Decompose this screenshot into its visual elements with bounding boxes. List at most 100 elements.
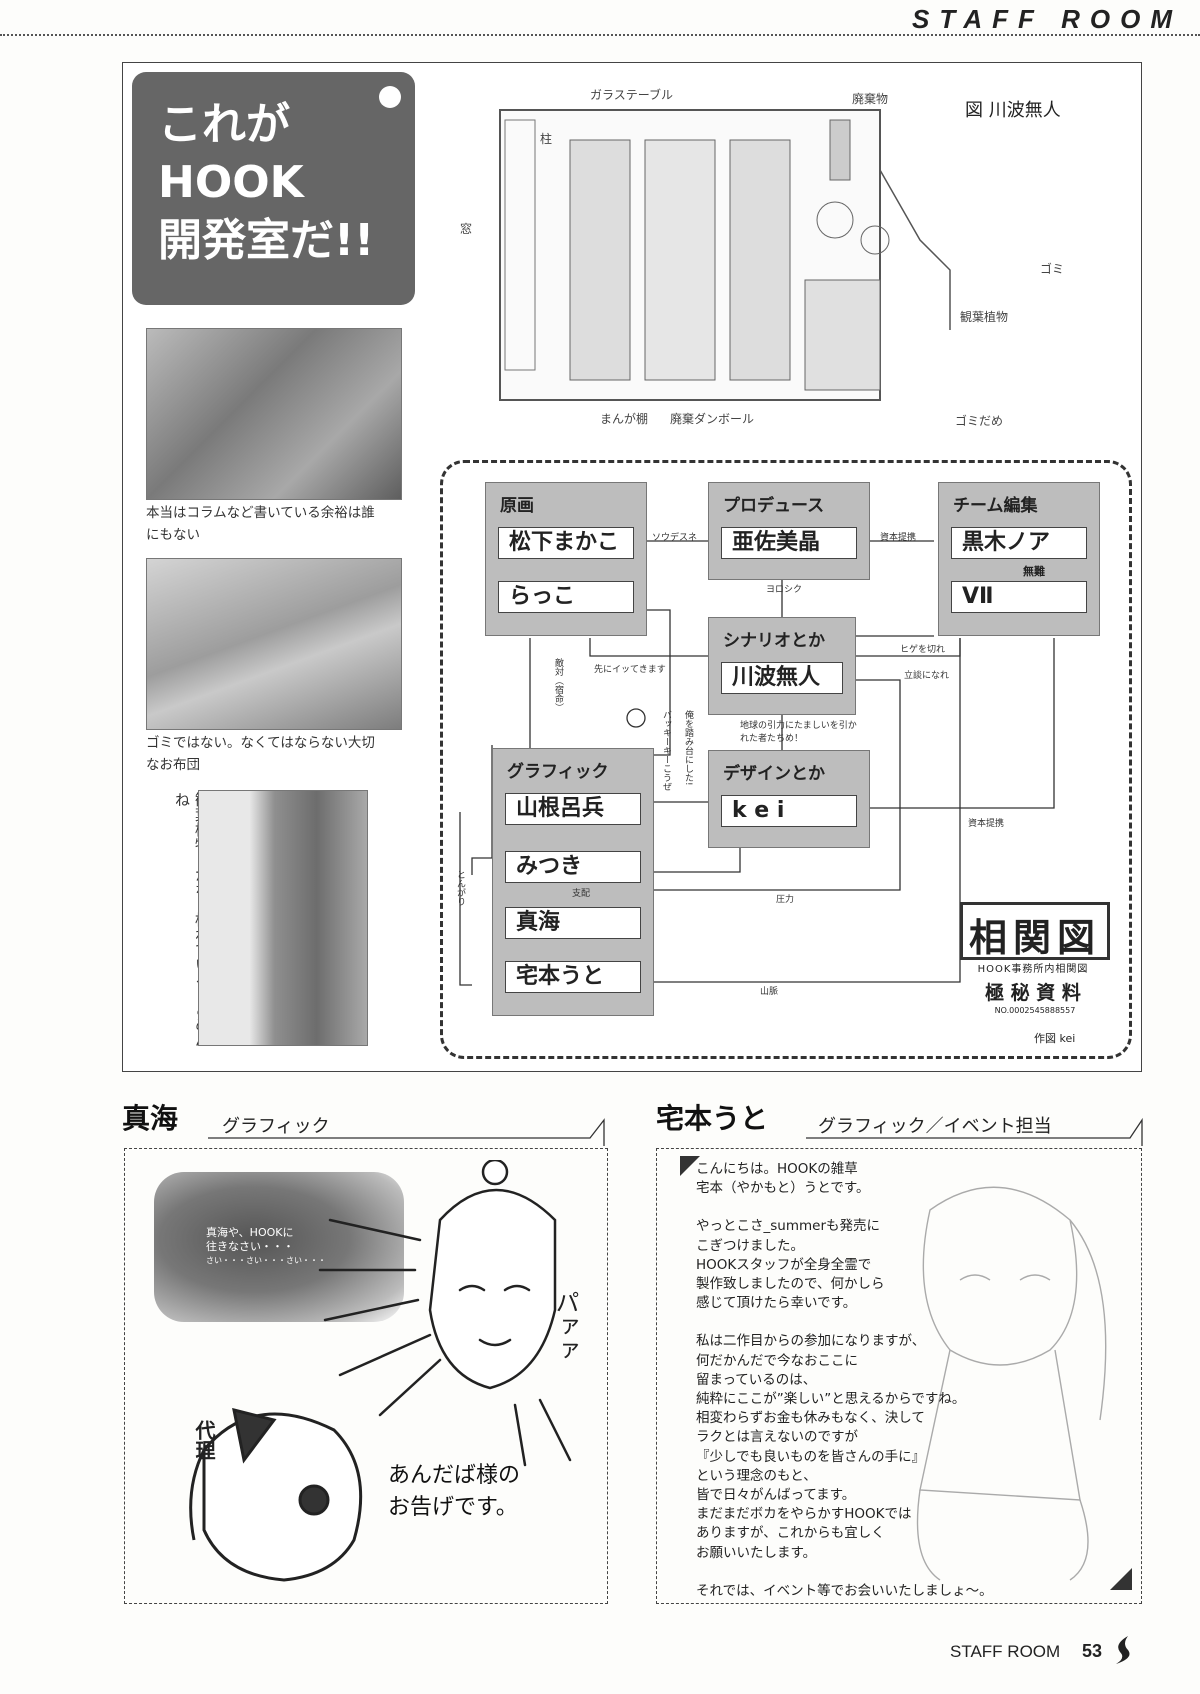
chibi-tag: 代理 (192, 1420, 216, 1460)
diagram-credit: 作図 kei (1034, 1032, 1076, 1045)
box-genga-title: 原画 (500, 496, 534, 516)
connector-line (471, 745, 493, 875)
floorplan-desk-block (569, 139, 631, 381)
relation-label: 圧力 (776, 895, 795, 905)
box-scenario: シナリオとか 川波無人 (708, 617, 856, 715)
relationship-diagram-frame (440, 460, 1132, 1059)
member-field: 真海 (505, 907, 641, 939)
floorplan-label-plants: 観葉植物 (960, 310, 1009, 324)
sketch-body (919, 1349, 1081, 1501)
member-field: VⅡ (951, 581, 1087, 613)
corner-mark-icon (680, 1156, 700, 1176)
floorplan-bin (829, 119, 851, 181)
body-line: 私は二作目からの参加になりますが、 (696, 1333, 926, 1350)
doodle-ray (513, 1403, 527, 1467)
floorplan-label-window: 窓 (460, 222, 473, 236)
caption-line: なお布団 (146, 757, 200, 773)
floorplan-label-waste-box: 廃棄ダンボール (670, 412, 755, 426)
doodle-chibi-eye (298, 1484, 330, 1516)
title-line-1: これが (158, 99, 290, 150)
box-produce-title: プロデュース (723, 496, 825, 516)
page-number: 53 (1082, 1641, 1103, 1661)
floorplan-label-glass-table: ガラステーブル (590, 88, 674, 102)
floorplan-desk-block (729, 139, 791, 381)
chibi-doodle (189, 1407, 363, 1582)
section-left-role: グラフィック (222, 1116, 330, 1137)
oracle-line: お告げです。 (388, 1495, 518, 1520)
office-photo (146, 328, 402, 500)
box-graphic-title: グラフィック (507, 762, 609, 782)
box-scenario-title: シナリオとか (723, 631, 825, 651)
office-photo-caption: 本当はコラムなど書いている余裕は誰 にもない (146, 502, 406, 546)
relation-label: 俺を踏み台にした! (683, 710, 693, 786)
relation-label: ヨロシク (766, 585, 803, 595)
body-line: まだまだボカをやらかすHOOKでは (696, 1506, 912, 1523)
floorplan-label-garbage: ゴミ (1040, 262, 1065, 276)
relation-label: 地球の引力にたましいを引かれた者たちめ！ (740, 721, 857, 744)
header-divider (0, 34, 1200, 36)
body-line: 相変わらずお金も休みもなく、決して (696, 1410, 925, 1427)
body-line: 純粋にここが”楽しい”と思えるからですね。 (696, 1391, 966, 1408)
member-field: 亜佐美晶 (721, 527, 857, 559)
member-field: 黒木ノア (951, 527, 1087, 559)
connector-line (628, 679, 901, 891)
speech-line: さい・・・さい・・・さい・・・ (206, 1256, 326, 1265)
section-right-name: 宅本うと (656, 1102, 769, 1135)
floorplan-desk-row (504, 119, 536, 371)
relation-label: ソウデスネ (652, 533, 698, 543)
connector-line (628, 836, 741, 873)
body-line: 皆で日々がんばってます。 (696, 1487, 856, 1504)
relation-label: バッキーキーこうぜ (661, 710, 671, 791)
body-line: やっとこさ_summerも発売に (696, 1218, 880, 1235)
caption-line: 本当はコラムなど書いている余裕は誰 (146, 505, 375, 521)
floorplan-plant (816, 201, 854, 239)
futon-photo-caption: ゴミではない。なくてはならない大切 なお布団 (146, 732, 406, 776)
relation-label: ヒゲを切れ (900, 645, 946, 655)
body-line: 宅本（やかもと）うとです。 (696, 1180, 870, 1197)
member-field: 山根呂兵 (505, 793, 641, 825)
cigarette-icon (626, 708, 646, 728)
body-line: 留まっているのは、 (696, 1371, 817, 1388)
floorplan-sketch (499, 109, 951, 401)
bullet-dot-icon (379, 86, 401, 108)
floorplan-author: 図 川波無人 (965, 100, 1061, 121)
section-right-header-rule (806, 1117, 1143, 1146)
relation-label: 先にイッてきます (594, 665, 666, 675)
body-line: 感じて頂けたら幸いです。 (696, 1295, 857, 1312)
floorplan-shelf (804, 279, 881, 391)
plant-photo (198, 790, 368, 1046)
speech-line: 往きなさい・・・ (206, 1240, 294, 1253)
sketch-eyes (959, 1274, 1051, 1281)
floorplan-desk-block (644, 139, 716, 381)
doodle-ray (323, 1298, 420, 1322)
stamp-secret: 極 秘 資 料 (985, 982, 1081, 1004)
doodle-chibi-head (202, 1412, 363, 1582)
caption-line: ゴミではない。なくてはならない大切 (146, 735, 375, 751)
box-produce: プロデュース 亜佐美晶 (708, 482, 870, 580)
body-line: お願いいたします。 (696, 1544, 817, 1561)
diagram-stamp: 相関図 (960, 902, 1110, 960)
connector-line (854, 638, 1055, 809)
stamp-subtitle: HOOK事務所内相関図 (977, 964, 1089, 975)
body-line: 『少しでも良いものを皆さんの手に』 (696, 1448, 926, 1465)
doodle-sfx: パァァ (551, 1290, 579, 1362)
body-line: 何だかんだで今なおここに (696, 1352, 858, 1369)
footer-label: STAFF ROOM (950, 1642, 1061, 1661)
floorplan-label-garbage-pile: ゴミだめ (955, 414, 1004, 428)
body-line: こぎつけました。 (696, 1237, 804, 1254)
body-line: 製作致しましたので、何かしら (696, 1276, 885, 1293)
doodle-face (428, 1188, 557, 1390)
caption-line: にもない (146, 527, 200, 543)
member-field: らっこ (498, 581, 634, 613)
section-right-role: グラフィック／イベント担当 (818, 1116, 1052, 1137)
dev-room-title-card: これが HOOK 開発室だ!! (132, 72, 415, 305)
relation-label: 山脈 (760, 987, 779, 997)
section-left-frame (124, 1148, 608, 1604)
member-field: k e i (721, 795, 857, 827)
section-left-name: 真海 (122, 1102, 179, 1135)
sketch-head (922, 1186, 1078, 1366)
box-team-title: チーム編集 (953, 496, 1038, 516)
doodle-head-bump (481, 1160, 509, 1186)
sketch-ponytail (1069, 1219, 1107, 1421)
body-line: ラクとは言えないのですが (696, 1429, 858, 1446)
